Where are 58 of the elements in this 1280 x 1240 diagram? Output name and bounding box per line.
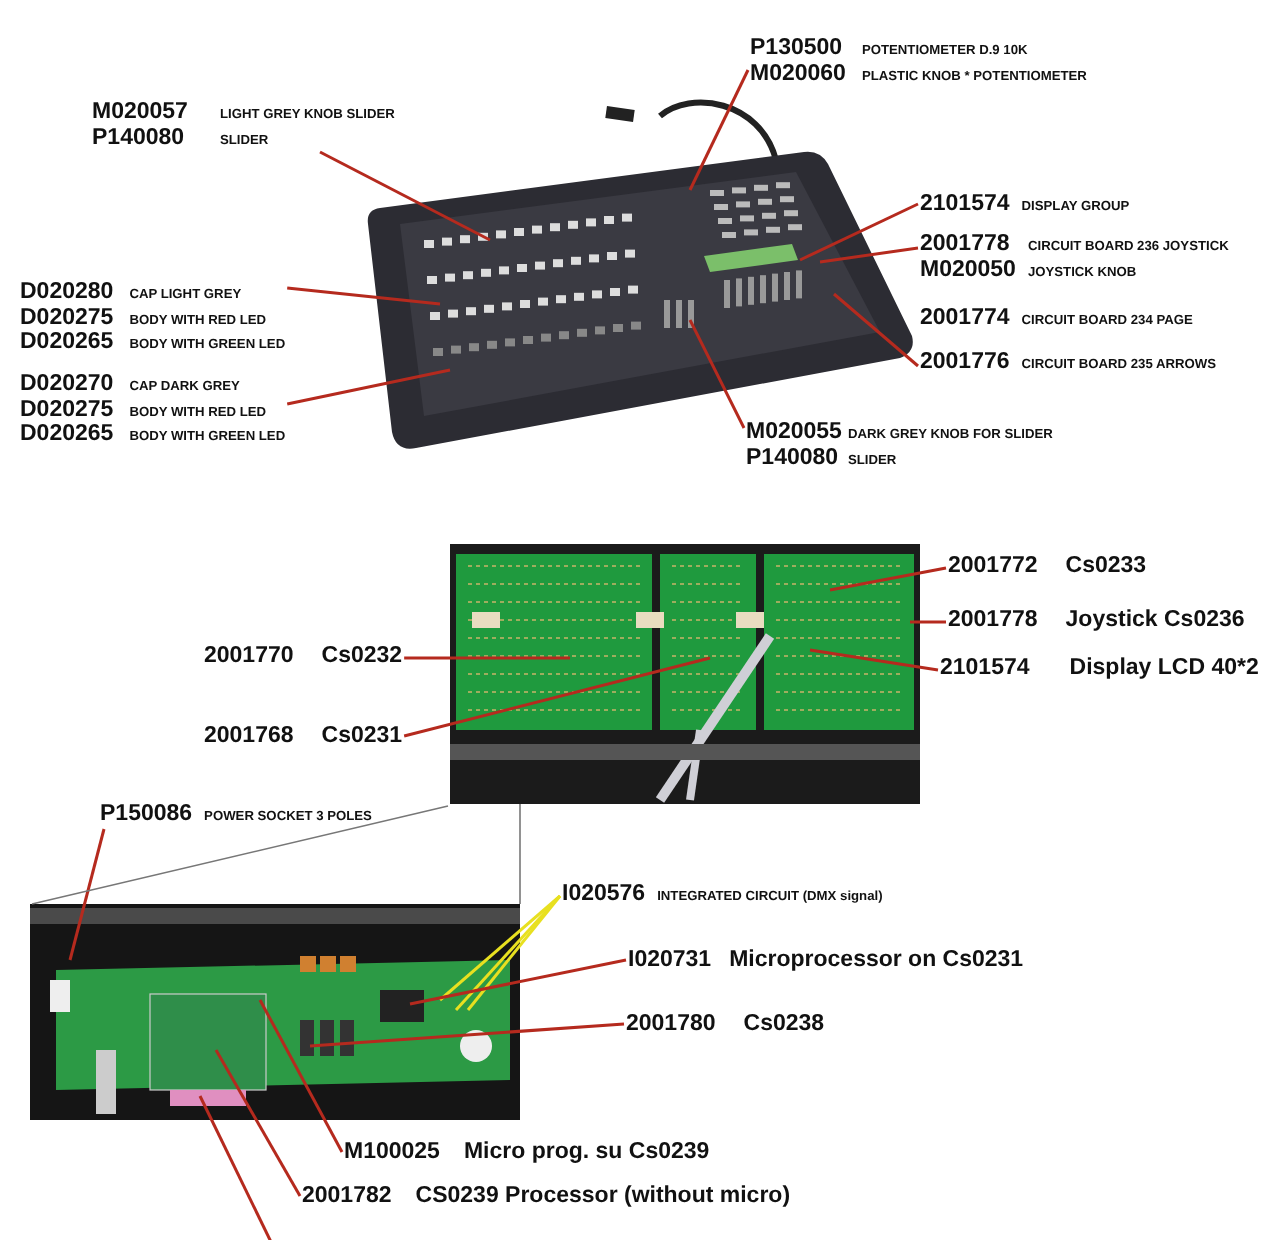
leader-line xyxy=(439,894,561,1002)
leader-line xyxy=(409,958,627,1006)
leader-line xyxy=(404,656,570,660)
part-number: 2001782 xyxy=(302,1184,392,1209)
part-number: 2101574 xyxy=(920,192,1010,217)
leader-line xyxy=(258,999,344,1153)
leader-line xyxy=(31,805,449,905)
part-number: D020270 xyxy=(20,372,114,397)
leader-line xyxy=(688,69,750,191)
part-number: P140080 xyxy=(746,445,841,470)
part-number: D020265 xyxy=(20,422,114,447)
part-description: Micro prog. su Cs0239 xyxy=(463,1140,710,1164)
part-number: M020050 xyxy=(920,257,1016,282)
part-number: I020576 xyxy=(562,882,646,907)
part-description: Microprocessor on Cs0231 xyxy=(729,948,1024,972)
part-number: M020057 xyxy=(92,100,188,125)
part-number: D020280 xyxy=(20,280,114,305)
part-number: 2101574 xyxy=(940,656,1030,681)
part-description: Cs0238 xyxy=(743,1012,825,1036)
part-number: 2001768 xyxy=(204,724,294,749)
part-number: P130500 xyxy=(750,36,845,61)
leader-line xyxy=(688,319,746,429)
leader-line xyxy=(214,1049,302,1197)
part-description: CS0239 Processor (without micro) xyxy=(415,1184,791,1208)
leader-line xyxy=(799,202,919,262)
part-number: 2001778 xyxy=(920,232,1012,257)
part-number: D020265 xyxy=(20,330,114,355)
part-number: 2001780 xyxy=(626,1012,716,1037)
part-number: M100025 xyxy=(344,1140,440,1165)
part-number: D020275 xyxy=(20,305,114,330)
part-number: I020731 xyxy=(628,948,712,973)
part-number: 2001774 xyxy=(920,306,1010,331)
leader-line xyxy=(286,368,451,406)
part-number: 2001776 xyxy=(920,350,1010,375)
part-number: P150086 xyxy=(100,802,193,827)
leader-line xyxy=(319,150,491,242)
part-number: 2001770 xyxy=(204,644,294,669)
part-description: Cs0231 xyxy=(321,724,403,748)
leader-line xyxy=(198,1095,274,1240)
part-number: 2001772 xyxy=(948,554,1038,579)
controller-board-photo xyxy=(30,904,520,1120)
leader-line xyxy=(309,1022,625,1048)
circuit-board-photo xyxy=(450,544,920,804)
part-number: P140080 xyxy=(92,125,187,150)
part-description: Joystick Cs0236 xyxy=(1065,608,1245,632)
leader-line xyxy=(519,803,521,905)
part-description: Cs0232 xyxy=(321,644,403,668)
part-number: M020060 xyxy=(750,61,846,86)
leader-line xyxy=(819,246,919,264)
part-number: M020055 xyxy=(746,420,842,445)
leader-line xyxy=(68,828,106,961)
leader-line xyxy=(287,286,441,306)
part-description: Display LCD 40*2 xyxy=(1069,656,1259,680)
leader-line xyxy=(910,620,946,624)
part-number: D020275 xyxy=(20,397,114,422)
leader-line xyxy=(403,656,711,738)
part-description: Cs0233 xyxy=(1065,554,1147,578)
part-number: 2001778 xyxy=(948,608,1038,633)
